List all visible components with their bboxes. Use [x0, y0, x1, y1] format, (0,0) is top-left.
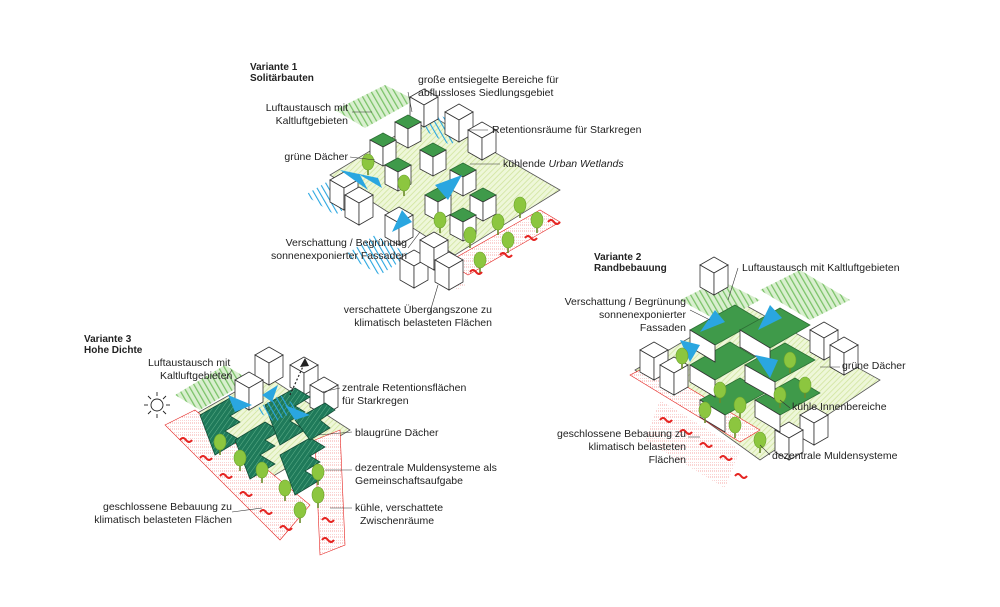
- variant3-subtitle: Hohe Dichte: [84, 345, 143, 356]
- v2-swales-label: dezentrale Muldensysteme: [772, 450, 898, 462]
- v1-air-label-2: Kaltluftgebieten: [275, 115, 348, 127]
- v3-swales-label-2: Gemeinschaftsaufgabe: [355, 475, 463, 487]
- variant2-illustration: [629, 256, 881, 488]
- v3-retention-label-2: für Starkregen: [342, 395, 409, 407]
- v3-air-label-2: Kaltluftgebieten: [160, 370, 233, 382]
- v2-closed-label-1: geschlossene Bebauung zu: [556, 428, 686, 440]
- v3-swales-label-1: dezentrale Muldensysteme als: [355, 462, 497, 474]
- v1-shade-label-2: sonnenexponierter Fassaden: [270, 250, 407, 262]
- v1-sealed-label-1: große entsiegelte Bereiche für: [418, 74, 559, 86]
- v2-shade-label-1: Verschattung / Begrünung: [564, 296, 686, 308]
- v2-air-label: Luftaustausch mit Kaltluftgebieten: [742, 262, 900, 274]
- variant2-subtitle: Randbebauung: [594, 263, 667, 274]
- v3-roofs-label: blaugrüne Dächer: [355, 427, 439, 439]
- variant1-illustration: [305, 85, 561, 313]
- v1-air-label-1: Luftaustausch mit: [265, 102, 348, 114]
- v2-closed-label-2: klimatisch belasteten: [588, 441, 686, 453]
- v1-transition-label-1: verschattete Übergangszone zu: [343, 304, 492, 316]
- sun-icon: [144, 392, 170, 418]
- v2-closed-label-3: Flächen: [648, 454, 686, 466]
- v3-air-label-1: Luftaustausch mit: [148, 357, 231, 369]
- v3-cool-label-2: Zwischenräume: [360, 515, 435, 527]
- variant3-illustration: [144, 346, 353, 556]
- v1-roofs-label: grüne Dächer: [284, 151, 348, 163]
- variant1-title: Variante 1: [250, 62, 298, 73]
- variant2-title: Variante 2: [594, 252, 642, 263]
- v1-sealed-label-2: abflussloses Siedlungsgebiet: [418, 87, 554, 99]
- v2-inner-label: kühle Innenbereiche: [792, 401, 887, 413]
- v2-roofs-label: grüne Dächer: [842, 360, 906, 372]
- variant3-title: Variante 3: [84, 334, 132, 345]
- variant1-subtitle: Solitärbauten: [250, 73, 314, 84]
- v3-cool-label-1: kühle, verschattete: [355, 502, 444, 514]
- v1-shade-label-1: Verschattung / Begrünung: [285, 237, 407, 249]
- v3-closed-label-2: klimatisch belasteten Flächen: [94, 514, 232, 526]
- v3-closed-label-1: geschlossene Bebauung zu: [102, 501, 232, 513]
- v2-shade-label-2: sonnenexponierter: [599, 309, 686, 321]
- v1-retention-label: Retentionsräume für Starkregen: [492, 124, 642, 136]
- v1-wetlands-label: kühlende Urban Wetlands: [503, 158, 624, 170]
- v1-transition-label-2: klimatisch belasteten Flächen: [354, 317, 492, 329]
- v3-retention-label-1: zentrale Retentionsflächen: [342, 382, 467, 394]
- v2-shade-label-3: Fassaden: [639, 322, 686, 334]
